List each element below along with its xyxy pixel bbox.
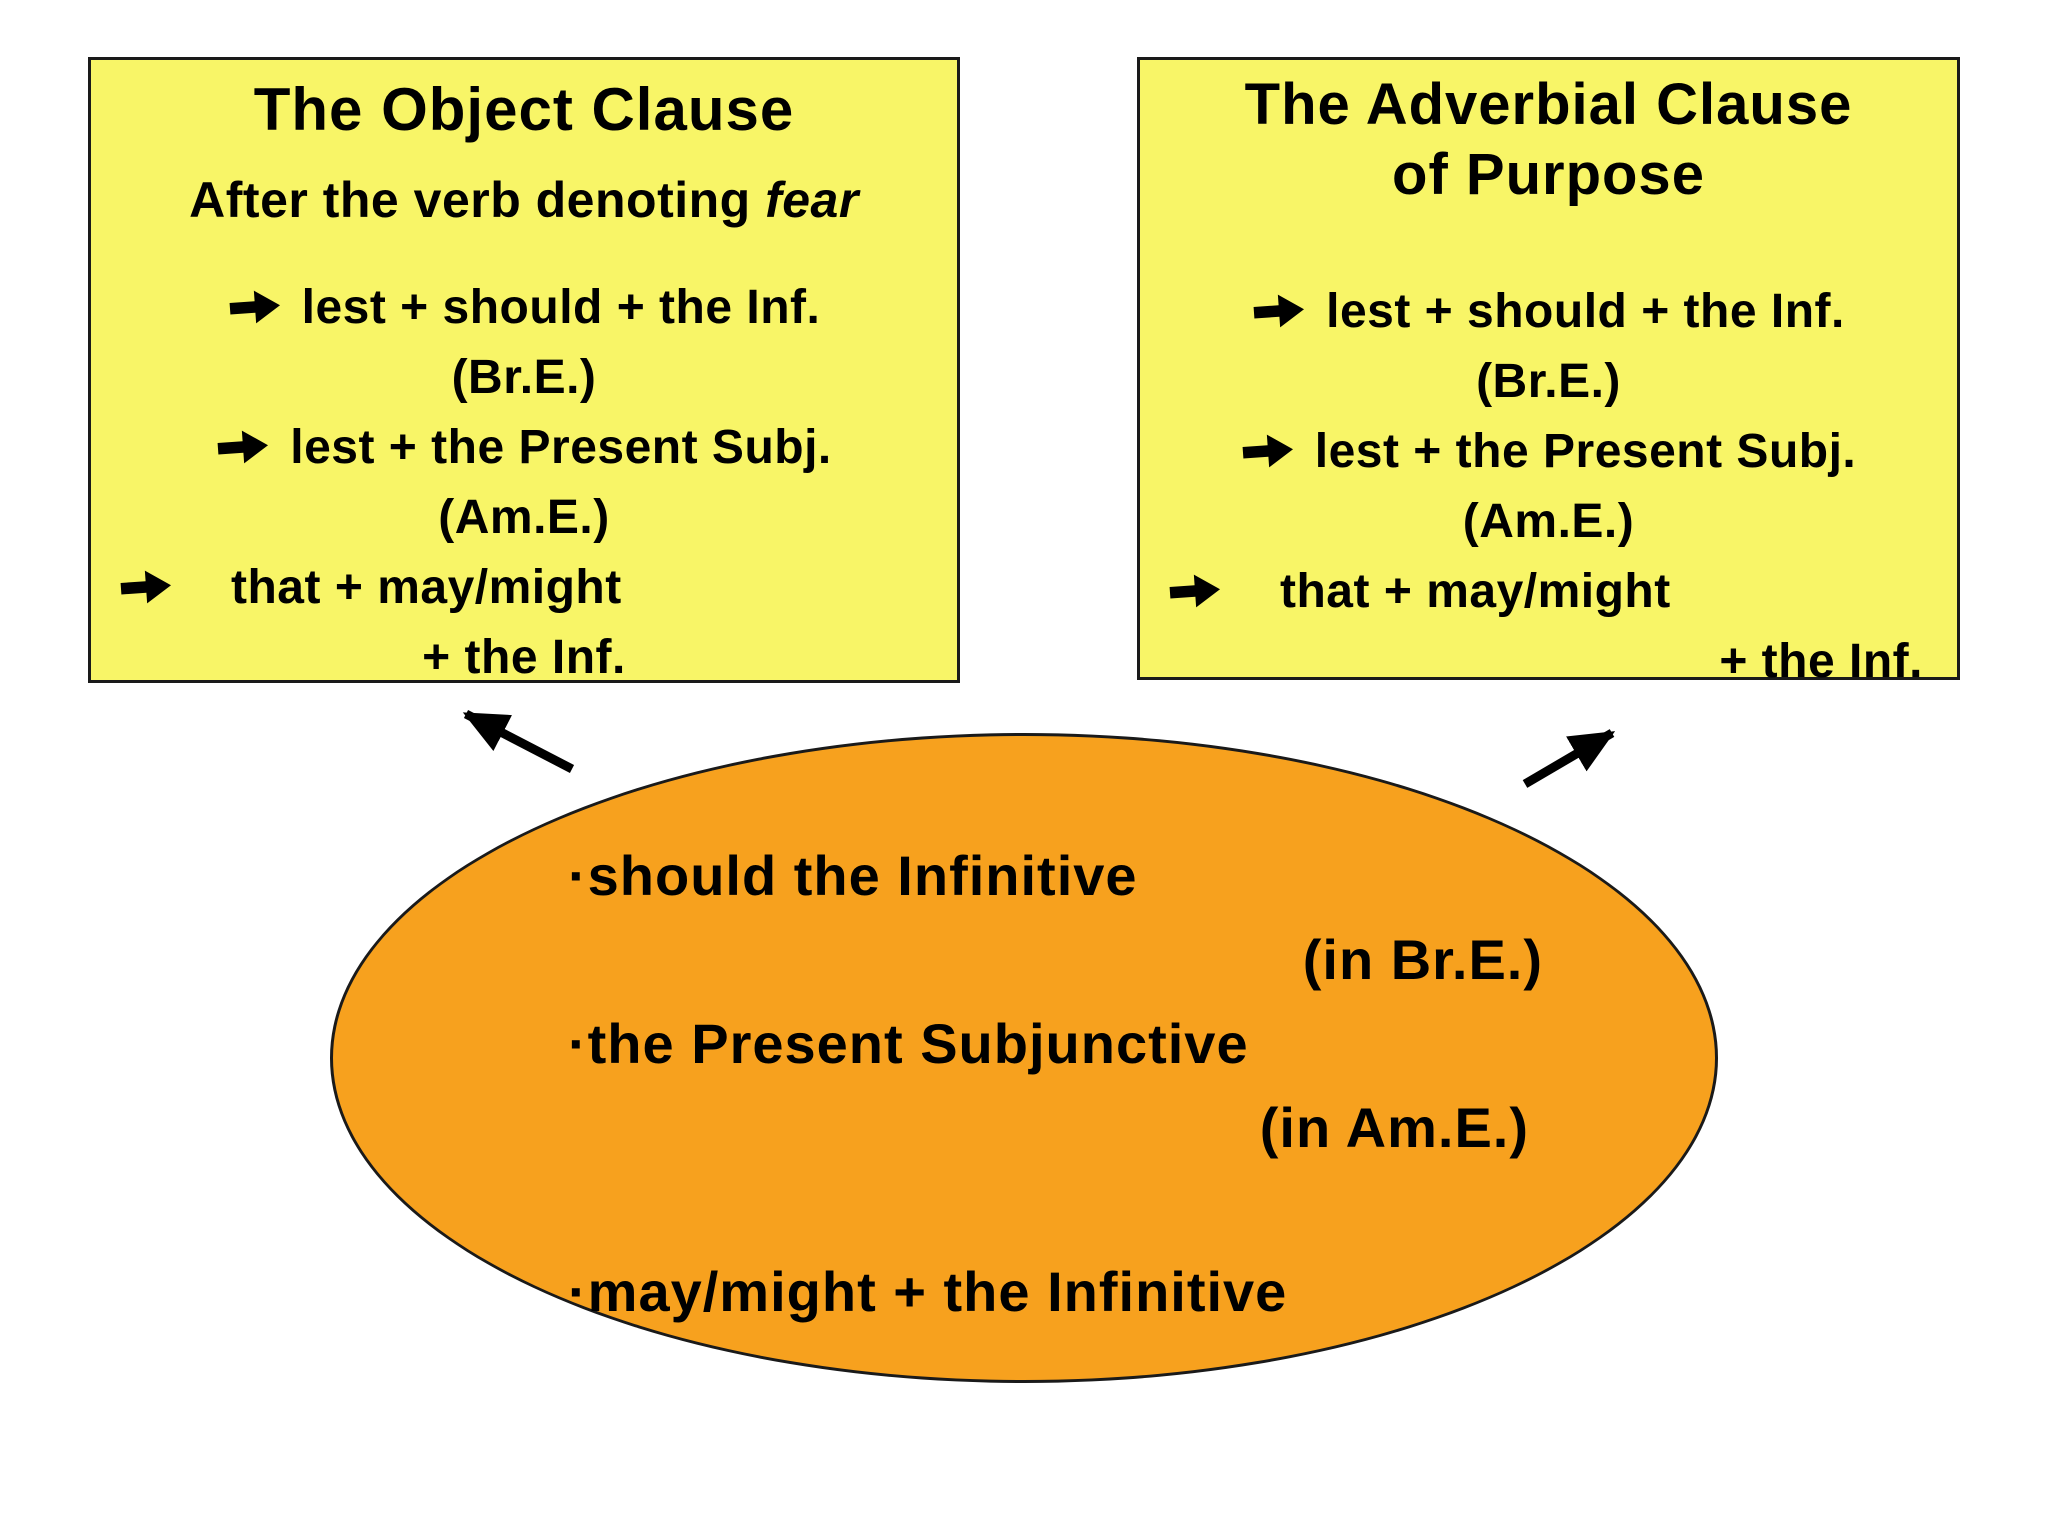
- rule-row: lest + should + the Inf.: [91, 272, 957, 342]
- ellipse-item: ·should the Infinitive: [568, 834, 1543, 918]
- right-arrow-icon: [1252, 291, 1306, 331]
- ellipse-item-text: the Present Subjunctive: [587, 1012, 1249, 1075]
- spacer: [568, 1170, 1543, 1250]
- right-box-rules: lest + should + the Inf. (Br.E.) lest + …: [1140, 276, 1957, 696]
- rule-note: (Am.E.): [1140, 486, 1957, 556]
- right-arrow-icon: [228, 287, 282, 327]
- ellipse-item: ·may/might + the Infinitive: [568, 1250, 1543, 1334]
- rule-note-text: (Br.E.): [1476, 354, 1621, 408]
- right-arrow-icon: [119, 567, 173, 607]
- arrow-to-right-box: [1522, 729, 1616, 788]
- arrow-to-left-box: [462, 710, 575, 773]
- rule-row: that + may/might: [91, 552, 957, 622]
- subtitle-emphasis: fear: [765, 172, 859, 228]
- rule-note: (Br.E.): [1140, 346, 1957, 416]
- rule-note: (Br.E.): [91, 342, 957, 412]
- subtitle-text: After the verb denoting: [189, 172, 766, 228]
- rule-text: that + may/might: [231, 560, 622, 614]
- rule-note-text: (Am.E.): [1462, 494, 1635, 548]
- right-box-title: The Adverbial Clause of Purpose: [1140, 70, 1957, 210]
- bullet-dot-icon: ·: [568, 844, 588, 907]
- rule-text: lest + should + the Inf.: [301, 280, 821, 334]
- ellipse-item-note: (in Br.E.): [1302, 928, 1543, 991]
- bullet-dot-icon: ·: [568, 1012, 588, 1075]
- rule-continuation: + the Inf.: [91, 622, 957, 692]
- ellipse-item-note: (in Am.E.): [1259, 1096, 1529, 1159]
- right-arrow-icon: [216, 427, 270, 467]
- ellipse-item: ·the Present Subjunctive: [568, 1002, 1543, 1086]
- ellipse-item-text: may/might + the Infinitive: [587, 1260, 1288, 1323]
- rule-text: + the Inf.: [422, 630, 626, 684]
- rule-text: lest + should + the Inf.: [1326, 284, 1845, 338]
- right-arrow-icon: [1168, 571, 1222, 611]
- adverbial-clause-box: The Adverbial Clause of Purpose lest + s…: [1137, 57, 1960, 688]
- rule-row: lest + the Present Subj.: [91, 412, 957, 482]
- rule-text: + the Inf.: [1719, 634, 1923, 688]
- rule-text: lest + the Present Subj.: [290, 420, 832, 474]
- rule-row: lest + should + the Inf.: [1140, 276, 1957, 346]
- object-clause-box: The Object Clause After the verb denotin…: [88, 57, 960, 684]
- left-box-title: The Object Clause: [253, 76, 795, 143]
- bullet-dot-icon: ·: [568, 1260, 588, 1323]
- right-arrow-icon: [1241, 431, 1295, 471]
- rule-row: lest + the Present Subj.: [1140, 416, 1957, 486]
- rule-continuation: + the Inf.: [1140, 626, 1957, 696]
- rule-row: that + may/might: [1140, 556, 1957, 626]
- rule-text: that + may/might: [1280, 564, 1671, 618]
- forms-ellipse: ·should the Infinitive (in Br.E.) ·the P…: [330, 733, 1718, 1383]
- rule-note-text: (Am.E.): [438, 490, 610, 544]
- right-box-title-line2: of Purpose: [1392, 142, 1705, 207]
- rule-note: (Am.E.): [91, 482, 957, 552]
- rule-note-text: (Br.E.): [451, 350, 597, 404]
- right-box-title-line1: The Adverbial Clause: [1244, 72, 1853, 137]
- ellipse-item-text: should the Infinitive: [587, 844, 1138, 907]
- left-box-subtitle: After the verb denoting fear: [91, 172, 957, 228]
- ellipse-text: ·should the Infinitive (in Br.E.) ·the P…: [568, 834, 1543, 1334]
- left-box-rules: lest + should + the Inf. (Br.E.) lest + …: [91, 272, 957, 692]
- rule-text: lest + the Present Subj.: [1314, 424, 1857, 478]
